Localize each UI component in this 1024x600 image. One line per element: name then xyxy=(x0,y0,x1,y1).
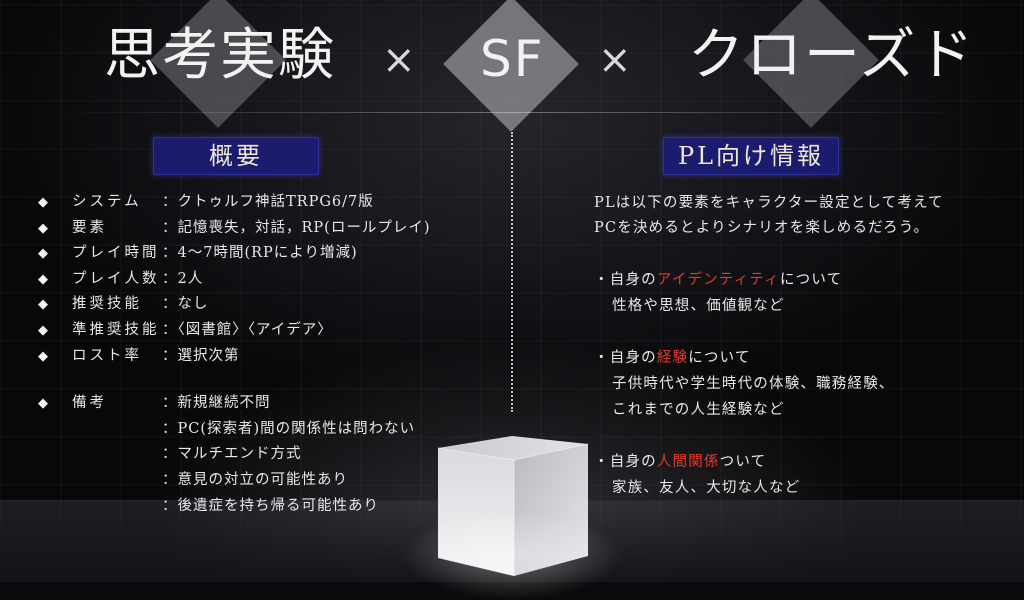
spec-row-elements: ◆ 要素 ：記憶喪失，対話，RP(ロールプレイ) xyxy=(38,216,498,242)
overview-label: 概要 xyxy=(153,137,319,175)
item-suffix: について xyxy=(779,272,843,288)
diamond-bullet-icon: ◆ xyxy=(38,195,49,210)
title-part-2: SF xyxy=(480,30,545,88)
spec-row-system: ◆ システム ：クトゥルフ神話TRPG6/7版 xyxy=(38,190,498,216)
spec-row-players: ◆ プレイ人数 ：2人 xyxy=(38,267,498,293)
diamond-bullet-icon: ◆ xyxy=(38,271,49,287)
spec-key: プレイ人数 xyxy=(72,270,160,287)
spec-row-recommended-skills: ◆ 推奨技能 ：なし xyxy=(38,292,498,318)
item-prefix: ・自身の xyxy=(594,350,657,366)
times-symbol-1: × xyxy=(382,37,418,83)
spec-key: システム xyxy=(72,194,142,210)
spec-value: ：2人 xyxy=(162,270,204,287)
times-symbol-2: × xyxy=(598,37,634,83)
spec-key: 備考 xyxy=(72,395,107,412)
pl-item-experience: ・自身の経験について xyxy=(594,346,751,371)
header-divider xyxy=(50,112,974,113)
spec-list: ◆ システム ：クトゥルフ神話TRPG6/7版 ◆ 要素 ：記憶喪失，対話，RP… xyxy=(38,190,498,519)
pl-intro-line-2: PCを決めるとよりシナリオを楽しめるだろう。 xyxy=(594,220,930,236)
note-value: ：マルチエンド方式 xyxy=(162,446,302,463)
item-highlight: アイデンティティ xyxy=(656,272,780,288)
spec-row-note: ：PC(探索者)間の関係性は問わない xyxy=(38,417,498,443)
spec-row-note: ：意見の対立の可能性あり xyxy=(38,468,498,494)
pl-intro-line-1: PLは以下の要素をキャラクター設定として考えて xyxy=(594,195,944,211)
spec-value: ：クトゥルフ神話TRPG6/7版 xyxy=(162,194,374,210)
spec-key: 推奨技能 xyxy=(72,296,142,313)
title-part-3: クローズド xyxy=(688,23,976,88)
spec-row-lost-rate: ◆ ロスト率 ：選択次第 xyxy=(38,344,498,370)
spec-key: 準推奨技能 xyxy=(72,321,160,338)
spec-value: ：4～7時間(RPにより増減) xyxy=(162,245,358,262)
spec-row-note: ：マルチエンド方式 xyxy=(38,442,498,468)
spec-row-semi-recommended-skills: ◆ 準推奨技能 ：〈図書館〉〈アイデア〉 xyxy=(38,318,498,344)
pl-info-label: PL向け情報 xyxy=(663,137,839,175)
diamond-bullet-icon: ◆ xyxy=(38,220,49,236)
diamond-bullet-icon: ◆ xyxy=(38,246,49,262)
item-prefix: ・自身の xyxy=(594,454,657,470)
column-divider xyxy=(511,132,513,412)
spec-key: プレイ時間 xyxy=(72,245,160,262)
spec-value: ：選択次第 xyxy=(162,347,240,364)
cube-icon xyxy=(437,436,589,576)
item-prefix: ・自身の xyxy=(594,272,657,288)
note-value: ：PC(探索者)間の関係性は問わない xyxy=(162,420,416,437)
spec-key: 要素 xyxy=(72,219,107,236)
pl-item-detail: これまでの人生経験など xyxy=(612,402,785,418)
diamond-bullet-icon: ◆ xyxy=(38,297,49,313)
diamond-bullet-icon: ◆ xyxy=(38,348,49,364)
glowing-cube xyxy=(402,430,622,600)
note-value: ：後遺症を持ち帰る可能性あり xyxy=(162,497,379,514)
diamond-bullet-icon: ◆ xyxy=(38,396,49,412)
spec-value: ：記憶喪失，対話，RP(ロールプレイ) xyxy=(162,219,431,236)
pl-item-detail: 子供時代や学生時代の体験、職務経験、 xyxy=(612,376,895,392)
diamond-bullet-icon: ◆ xyxy=(38,322,49,338)
note-value: ：意見の対立の可能性あり xyxy=(162,471,348,488)
cube-glow xyxy=(402,510,622,600)
pl-item-relationships: ・自身の人間関係ついて xyxy=(594,450,766,475)
spec-row-notes: ◆ 備考 ：新規継続不問 xyxy=(38,391,498,417)
item-suffix: ついて xyxy=(719,454,767,470)
item-highlight: 人間関係 xyxy=(656,454,720,470)
pl-item-detail: 性格や思想、価値観など xyxy=(612,298,785,314)
item-highlight: 経験 xyxy=(656,350,689,366)
spec-value: ：〈図書館〉〈アイデア〉 xyxy=(162,321,333,338)
spec-value: ：なし xyxy=(162,296,209,313)
title-part-1: 思考実験 xyxy=(104,23,336,88)
spec-row-note: ：後遺症を持ち帰る可能性あり xyxy=(38,494,498,520)
spec-row-play-time: ◆ プレイ時間 ：4～7時間(RPにより増減) xyxy=(38,241,498,267)
pl-item-detail: 家族、友人、大切な人など xyxy=(612,480,801,496)
pl-item-identity: ・自身のアイデンティティについて xyxy=(594,268,842,293)
note-value: ：新規継続不問 xyxy=(162,395,271,412)
item-suffix: について xyxy=(688,350,751,366)
spec-key: ロスト率 xyxy=(72,347,142,364)
